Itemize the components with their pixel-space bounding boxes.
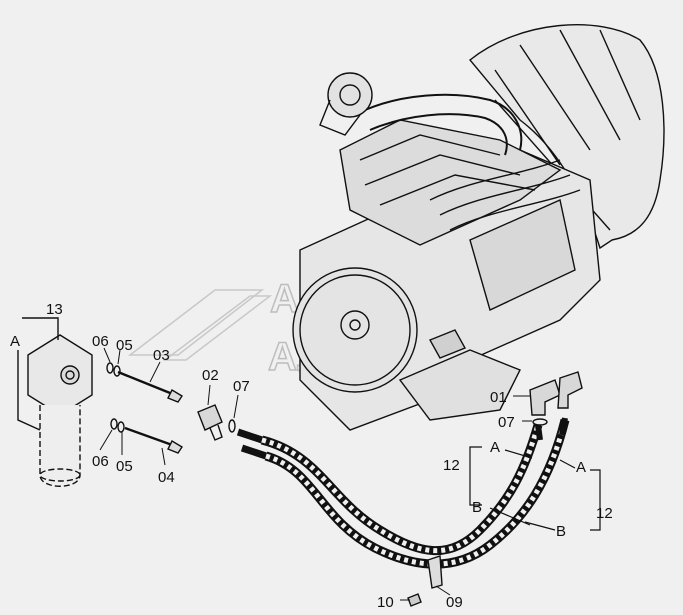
hose-end-right-1 (535, 424, 543, 441)
fitting-02-stem (209, 424, 223, 441)
oil-pan (398, 349, 521, 421)
label-B-right: B (556, 523, 566, 540)
watermark-logo (127, 289, 265, 356)
label-01: 01 (490, 389, 507, 406)
filter-assembly (17, 317, 93, 487)
washer-06-top (106, 362, 114, 374)
bracket-12-right (590, 469, 601, 531)
bolt-04-head (167, 440, 183, 454)
label-07-left: 07 (233, 378, 250, 395)
label-10: 10 (377, 594, 394, 611)
label-13-bracket (22, 317, 59, 340)
flywheel-rim (299, 274, 411, 386)
label-A-mid: A (490, 439, 500, 456)
label-A-right: A (576, 459, 586, 476)
filter-head (27, 334, 93, 416)
filter-port (60, 365, 80, 385)
leader-06-bot (99, 429, 113, 451)
leader-A-right (559, 459, 576, 469)
leader-A-mid (504, 449, 533, 459)
fitting-01-group (513, 371, 583, 426)
hose-end-left-2 (240, 444, 268, 460)
label-12-left: 12 (443, 457, 460, 474)
hose-2-inner (265, 419, 568, 567)
bolts (99, 347, 183, 466)
leader-B-right (524, 521, 556, 531)
fitting-02-group (197, 384, 239, 441)
label-13: 13 (46, 301, 63, 318)
flywheel-housing-ribs (494, 29, 641, 231)
part-labels: 13 A 06 05 03 02 07 06 05 04 01 07 12 A … (10, 301, 613, 611)
turbocharger-inner (339, 84, 361, 106)
fuel-lines (429, 159, 581, 231)
leader-05-top (117, 349, 121, 365)
washer-05-top (113, 365, 121, 377)
valve-cover (339, 119, 562, 246)
turbo-outlet (319, 99, 361, 136)
watermark-logo-stripe (162, 295, 273, 361)
filter-canister (39, 405, 81, 487)
filter-canister-bottom (39, 468, 81, 482)
label-05-bot: 05 (116, 458, 133, 475)
label-06-top: 06 (92, 333, 109, 350)
washer-05-bot (117, 421, 125, 433)
hoses (236, 417, 570, 607)
fitting-01-elbow (529, 379, 561, 416)
label-09: 09 (446, 594, 463, 611)
label-B-left: B (472, 499, 482, 516)
label-05-top: 05 (116, 337, 133, 354)
leader-B-left (489, 507, 531, 526)
bracket-12-left (469, 446, 482, 506)
leader-02 (207, 384, 211, 406)
hose-end-right-2 (559, 417, 568, 436)
hose-end-left-1 (236, 428, 264, 444)
bolt-04 (124, 426, 176, 448)
intake-pipe (364, 93, 523, 156)
label-A-left: A (10, 333, 20, 350)
fitting-02 (197, 404, 223, 431)
engine-assembly (292, 24, 665, 431)
label-07-right: 07 (498, 414, 515, 431)
bolt-03 (117, 370, 176, 397)
leader-06-top (103, 347, 111, 363)
o-ring-07-left (228, 419, 236, 433)
leader-09 (435, 585, 451, 596)
hose-brackets (469, 446, 601, 531)
flywheel-hub-center (349, 319, 361, 331)
label-03: 03 (153, 347, 170, 364)
leader-07-left (233, 394, 239, 419)
leader-03 (149, 361, 161, 383)
label-A-bracket (17, 350, 41, 431)
label-12-right: 12 (596, 505, 613, 522)
label-06-bot: 06 (92, 453, 109, 470)
label-02: 02 (202, 367, 219, 384)
bolt-03-head (167, 389, 183, 403)
washer-06-bot (110, 418, 118, 430)
o-ring-07-right (532, 418, 548, 426)
label-04: 04 (158, 469, 175, 486)
flywheel-hub (340, 310, 370, 340)
turbocharger (327, 72, 373, 118)
leader-04 (161, 447, 166, 466)
clamp-bolt-10 (407, 593, 422, 607)
valve-cover-detail (359, 134, 536, 206)
engine-port (429, 329, 466, 359)
filter-port-inner (65, 370, 75, 380)
injection-pump (469, 199, 576, 311)
fitting-01-elbow-2 (557, 371, 583, 409)
hose-1-inner (261, 424, 541, 554)
clamp-09 (427, 555, 443, 589)
